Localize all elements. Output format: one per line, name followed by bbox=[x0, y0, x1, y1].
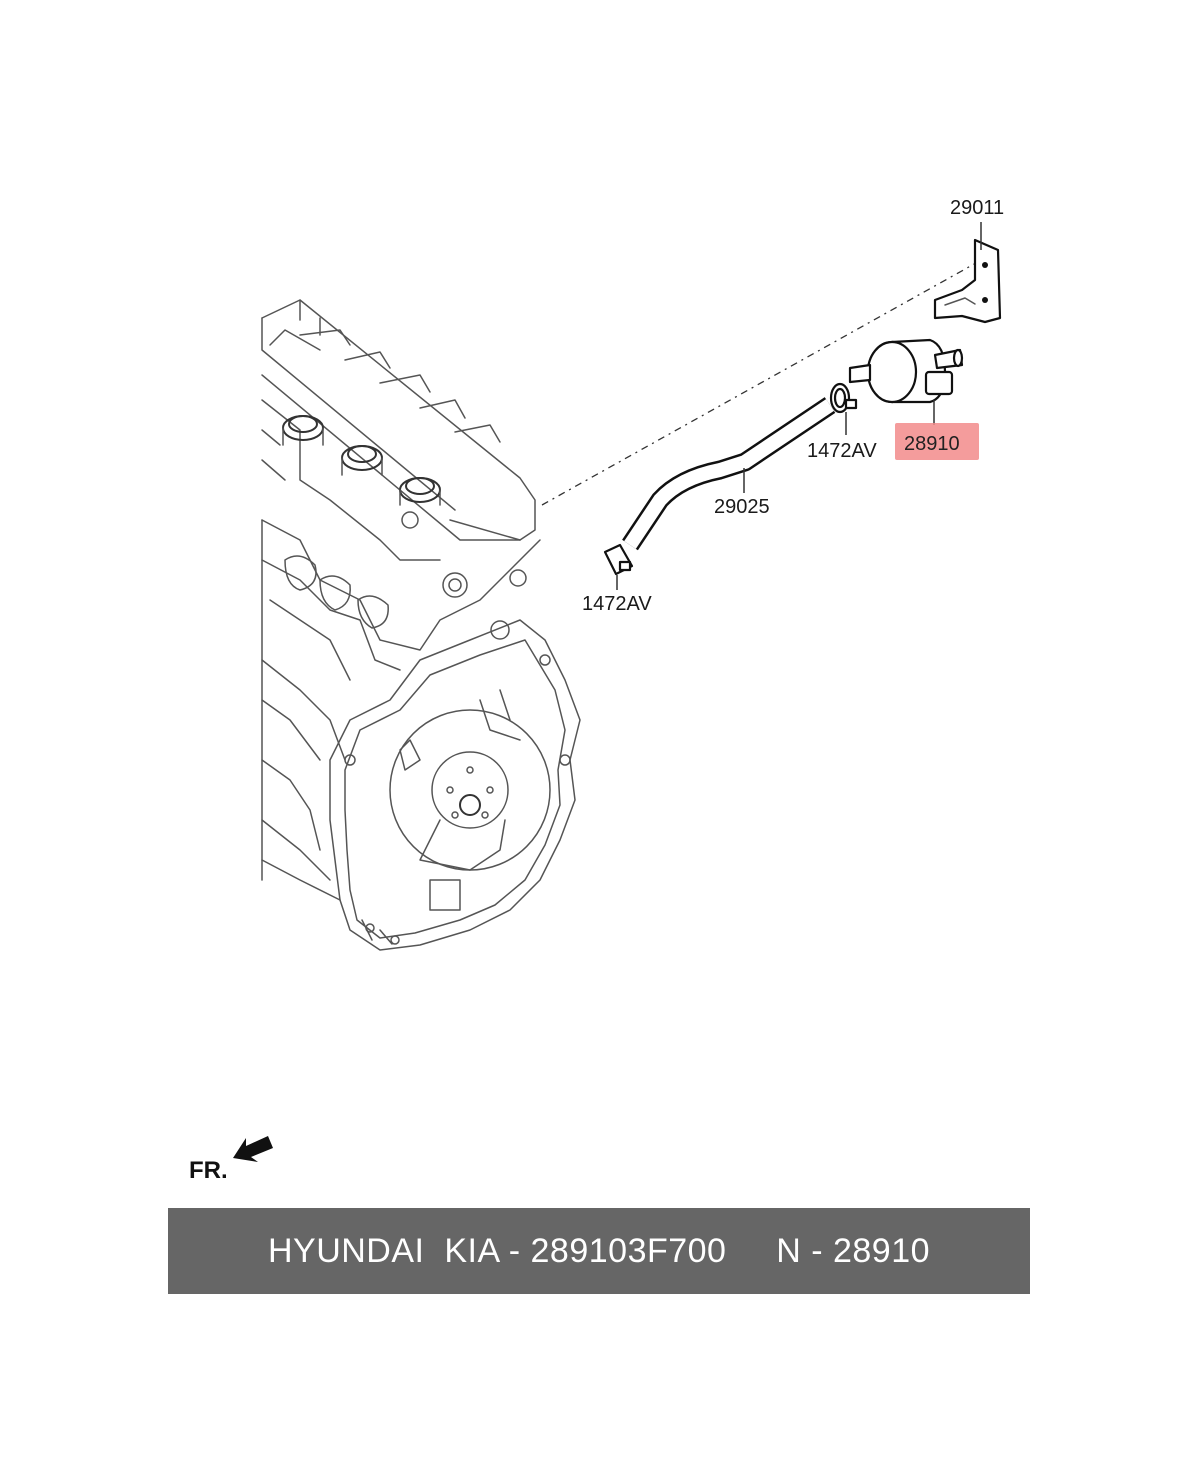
callout-clamp-lower: 1472AV bbox=[582, 593, 652, 615]
purge-valve-part bbox=[848, 338, 964, 404]
callout-clamp-upper: 1472AV bbox=[807, 440, 877, 462]
engine-block-drawing bbox=[261, 299, 581, 951]
callout-hose: 29025 bbox=[714, 496, 770, 518]
part-number-text: HYUNDAI KIA - 289103F700 N - 28910 bbox=[267, 1231, 931, 1270]
callout-bracket: 29011 bbox=[950, 197, 1004, 219]
alignment-line bbox=[541, 257, 986, 506]
front-direction-arrow-icon bbox=[233, 1136, 273, 1162]
callout-valve: 28910 bbox=[904, 433, 960, 455]
part-number-banner: HYUNDAI KIA - 289103F700 N - 28910 bbox=[168, 1208, 1030, 1294]
bracket-part bbox=[933, 238, 1002, 324]
clamp-lower-part bbox=[603, 543, 634, 576]
front-orientation-label: FR. bbox=[189, 1157, 228, 1184]
part-number-highlight bbox=[895, 423, 979, 460]
clamp-upper-part bbox=[829, 382, 858, 414]
hose-part bbox=[622, 397, 836, 551]
